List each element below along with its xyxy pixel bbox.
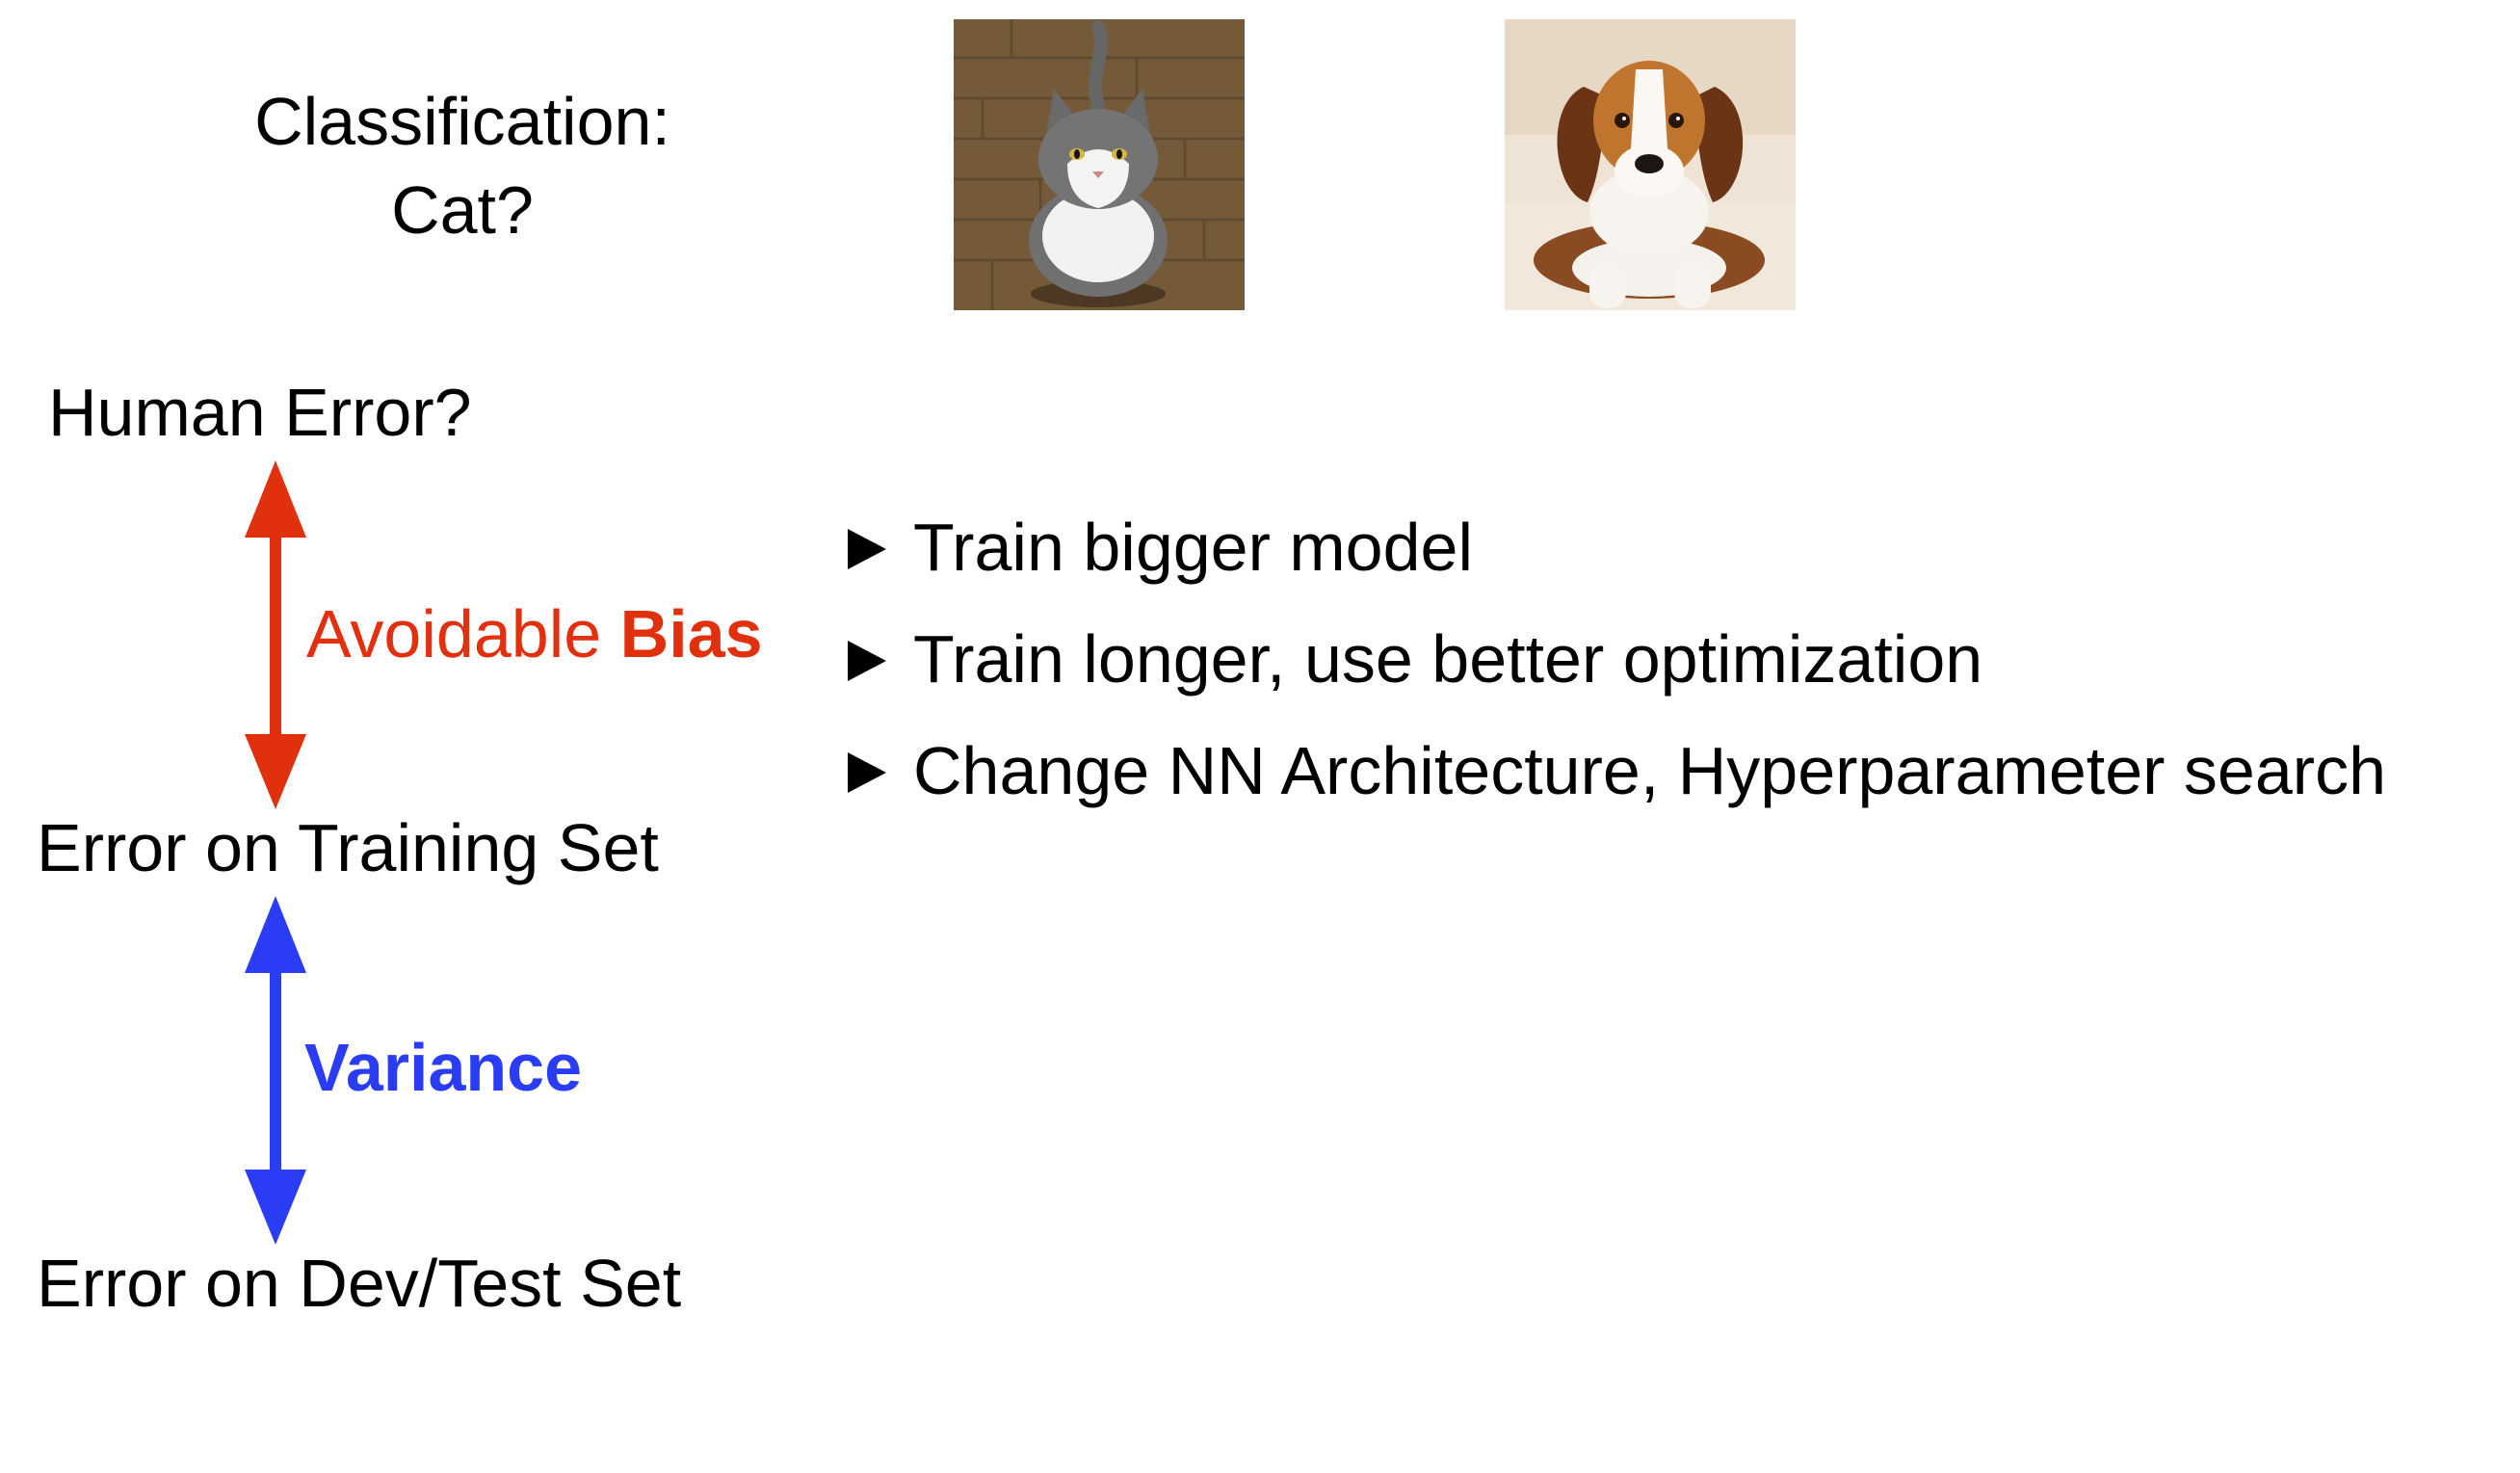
dev-test-error-label: Error on Dev/Test Set [37, 1246, 682, 1321]
variance-label: Variance [304, 1030, 582, 1105]
triangle-bullet-icon [848, 752, 886, 793]
remedy-text: Change NN Architecture, Hyperparameter s… [913, 733, 2387, 808]
triangle-bullet-icon [848, 641, 886, 681]
gap-arrows [245, 460, 306, 1245]
avoidable-bias-label: Avoidable Bias [306, 595, 763, 672]
bias-label-emphasis: Bias [619, 596, 763, 671]
remedy-item: Change NN Architecture, Hyperparameter s… [848, 715, 2386, 827]
remedy-text: Train longer, use better optimization [913, 621, 1983, 697]
remedy-text: Train bigger model [913, 510, 1474, 585]
training-error-label: Error on Training Set [37, 810, 659, 885]
bias-arrow [245, 460, 306, 809]
remedy-item: Train bigger model [848, 491, 2386, 603]
variance-arrow [245, 896, 306, 1245]
bias-label-prefix: Avoidable [306, 596, 620, 671]
triangle-bullet-icon [848, 529, 886, 569]
dog-photo [1505, 19, 1796, 310]
remedy-item: Train longer, use better optimization [848, 603, 2386, 715]
bias-remedies-list: Train bigger model Train longer, use bet… [848, 491, 2386, 827]
title-line-2: Cat? [391, 172, 534, 248]
slide-title: Classification: Cat? [164, 77, 761, 254]
title-line-1: Classification: [254, 84, 670, 159]
cat-photo [954, 19, 1245, 310]
human-error-label: Human Error? [48, 375, 472, 450]
